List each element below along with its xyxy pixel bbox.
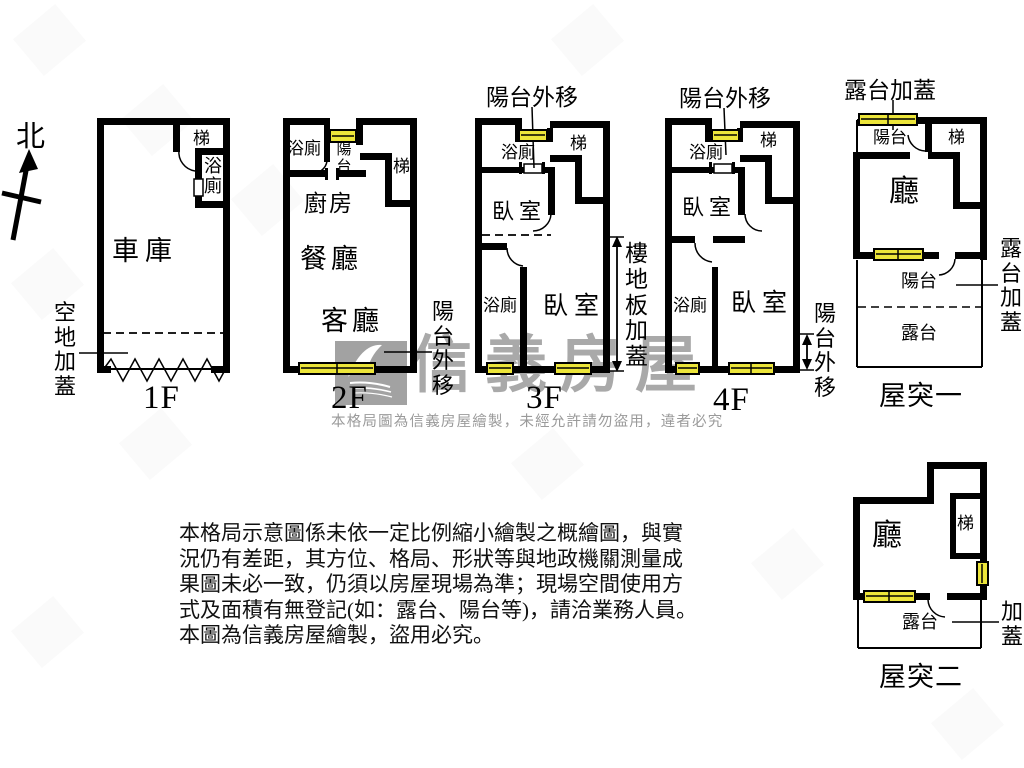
floor-label-roof2: 屋突二 bbox=[879, 662, 963, 692]
annotation-balcony-moved-2f: 陽台外移 bbox=[431, 299, 454, 398]
window-marker bbox=[976, 561, 989, 586]
room-label-stairs-roof1: 梯 bbox=[948, 128, 965, 147]
room-label-living: 客廳 bbox=[321, 306, 383, 336]
room-label-bedroom-4f-bottom: 臥室 bbox=[731, 290, 794, 317]
room-label-balcony-roof1-top: 陽台 bbox=[873, 128, 907, 147]
annotation-balcony-moved-4f-right: 陽台外移 bbox=[813, 301, 836, 400]
room-label-stairs-1f: 梯 bbox=[193, 129, 210, 148]
floor-1f-linework bbox=[79, 118, 230, 383]
room-label-bathroom-3f-top: 浴廁 bbox=[501, 143, 535, 162]
window-marker bbox=[554, 362, 592, 375]
window-marker bbox=[873, 248, 924, 261]
room-label-terrace-roof1: 露台 bbox=[901, 323, 937, 343]
room-label-bathroom-4f-top: 浴廁 bbox=[689, 143, 723, 162]
window-marker bbox=[711, 129, 740, 142]
window-marker bbox=[858, 113, 918, 126]
room-label-bathroom-2f: 浴廁 bbox=[287, 139, 321, 158]
room-label-stairs-2f: 梯 bbox=[393, 157, 410, 176]
room-label-dining: 餐廳 bbox=[300, 244, 362, 274]
floor-4f-linework bbox=[665, 107, 814, 373]
room-label-balcony-roof1-mid: 陽台 bbox=[901, 271, 937, 291]
room-label-bathroom-3f-bottom: 浴廁 bbox=[483, 296, 517, 315]
floor-label-roof1: 屋突一 bbox=[879, 381, 963, 411]
room-label-stairs-3f: 梯 bbox=[570, 134, 587, 153]
window-marker bbox=[486, 362, 514, 375]
room-label-bedroom-4f-top: 臥室 bbox=[682, 195, 737, 220]
room-label-garage: 車庫 bbox=[112, 236, 178, 266]
floor-label-4f: 4F bbox=[713, 382, 750, 418]
annotation-balcony-moved-4f-top: 陽台外移 bbox=[679, 86, 771, 111]
room-label-hall-roof2: 廳 bbox=[872, 519, 902, 552]
window-marker bbox=[675, 362, 700, 375]
floor-label-2f: 2F bbox=[331, 380, 368, 416]
room-label-hall-roof1: 廳 bbox=[889, 175, 919, 208]
north-compass-icon bbox=[1, 149, 42, 241]
window-marker bbox=[518, 129, 548, 142]
window-marker bbox=[863, 590, 916, 603]
north-label: 北 bbox=[16, 121, 46, 153]
room-label-stairs-roof2: 梯 bbox=[957, 514, 974, 533]
annotation-terrace-covered-right: 露台加蓋 bbox=[999, 236, 1022, 335]
annotation-terrace-covered-top: 露台加蓋 bbox=[844, 78, 936, 103]
window-markers bbox=[298, 113, 989, 603]
watermark-notice-text: 本格局圖為信義房屋繪製，未經允許請勿盜用，違者必究 bbox=[331, 414, 724, 430]
floor-label-1f: 1F bbox=[143, 380, 180, 416]
garage-door-zigzag bbox=[102, 357, 226, 383]
floor-label-3f: 3F bbox=[526, 380, 563, 416]
balcony-extent-arrow bbox=[800, 333, 814, 371]
room-label-bedroom-3f-bottom: 臥室 bbox=[543, 293, 606, 320]
room-label-bedroom-3f-top: 臥室 bbox=[492, 199, 547, 224]
room-label-balcony-2f: 陽台 bbox=[336, 142, 352, 175]
room-label-stairs-4f: 梯 bbox=[760, 131, 777, 150]
annotation-floor-slab-covered: 樓地板加蓋 bbox=[625, 241, 648, 369]
room-label-bathroom-1f: 浴廁 bbox=[204, 156, 222, 197]
annotation-covered-roof2: 加蓋 bbox=[1000, 599, 1023, 649]
floor-slab-extent-arrow bbox=[610, 236, 624, 372]
window-marker bbox=[298, 362, 376, 375]
room-label-kitchen: 廚房 bbox=[304, 191, 354, 216]
disclaimer-text: 本格局示意圖係未依一定比例縮小繪製之概繪圖，與實 況仍有差距，其方位、格局、形狀… bbox=[179, 521, 697, 647]
room-label-terrace-roof2: 露台 bbox=[902, 612, 938, 632]
window-marker bbox=[329, 129, 357, 143]
floor-3f-linework bbox=[475, 106, 624, 373]
annotation-balcony-moved-3f-top: 陽台外移 bbox=[486, 85, 578, 110]
room-label-bathroom-4f-bottom: 浴廁 bbox=[673, 296, 707, 315]
annotation-vacant-covered: 空地加蓋 bbox=[53, 300, 76, 399]
window-marker bbox=[728, 362, 775, 375]
